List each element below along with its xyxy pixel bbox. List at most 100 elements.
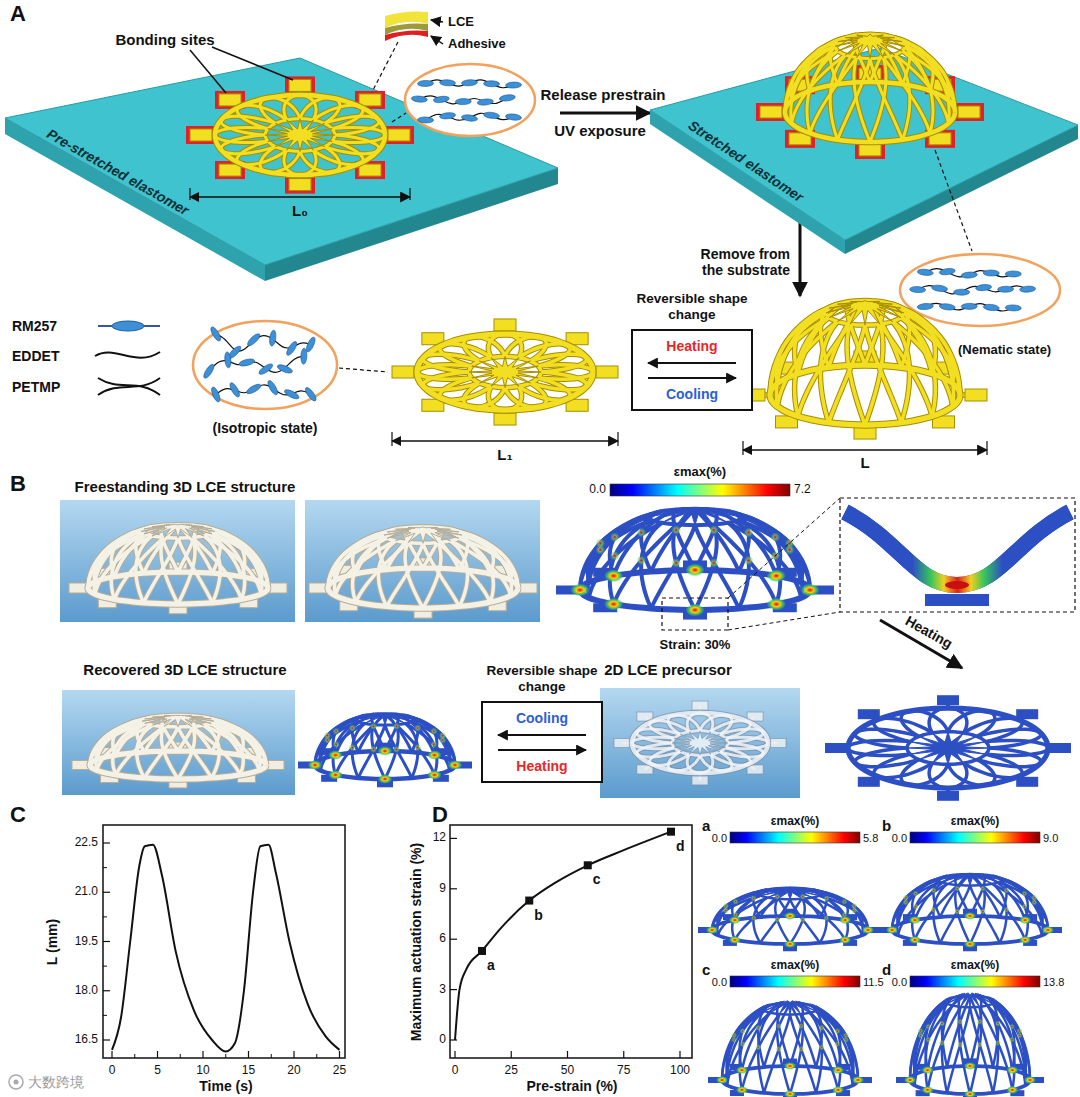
figure-path — [505, 386, 522, 410]
axis-tick: 12 — [433, 831, 446, 845]
panel-heading: 2D LCE precursor — [604, 661, 732, 678]
axis-title: Pre-strain (%) — [526, 1078, 617, 1094]
figure-path — [632, 713, 768, 773]
figure-path — [762, 1001, 818, 1015]
figure-path — [648, 508, 742, 525]
figure-path — [419, 96, 507, 104]
figure-circle — [755, 1044, 761, 1050]
figure-path — [929, 708, 948, 733]
figure-g — [5, 42, 558, 281]
figure-path — [384, 527, 462, 543]
figure-ellipse — [886, 926, 898, 934]
figure-line — [454, 1051, 455, 1058]
figure-circle — [1031, 895, 1037, 901]
figure-rect — [910, 976, 1040, 987]
figure-line — [103, 842, 110, 843]
figure-path — [142, 715, 214, 726]
figure-path — [98, 378, 160, 395]
figure-circle — [393, 746, 400, 753]
figure-path — [826, 301, 904, 326]
figure-path — [776, 313, 826, 384]
annotation: Strain: 30% — [660, 638, 731, 653]
figure-g — [650, 34, 1078, 254]
figure-path — [94, 531, 141, 581]
figure-ellipse — [964, 1090, 976, 1097]
figure-path — [907, 732, 989, 765]
figure-circle — [610, 532, 620, 542]
figure-circle — [414, 744, 421, 751]
figure-ellipse — [427, 750, 441, 760]
figure-ellipse — [983, 304, 1000, 312]
colorbar-tick: 5.8 — [863, 832, 878, 845]
figure-path — [892, 916, 1048, 944]
figure-path — [989, 733, 1041, 748]
figure-circle — [751, 895, 757, 901]
figure-path — [332, 141, 363, 163]
axis-title: L (mm) — [44, 919, 60, 965]
figure-ellipse — [477, 98, 494, 106]
figure-rect — [450, 825, 692, 1058]
figure-line — [103, 990, 110, 991]
figure-path — [907, 732, 989, 765]
figure-circle — [430, 741, 437, 748]
figure-path — [758, 888, 822, 899]
figure-circle — [980, 909, 986, 915]
figure-rect — [219, 164, 241, 176]
figure-rect — [186, 126, 216, 144]
figure-ellipse — [378, 774, 392, 784]
figure-path — [541, 357, 587, 372]
figure-circle — [954, 886, 960, 892]
figure-circle — [977, 1042, 983, 1048]
figure-path — [384, 527, 462, 543]
figure-path — [637, 752, 680, 757]
figure-circle — [596, 538, 606, 548]
figure-path — [687, 713, 700, 732]
figure-rect — [937, 695, 959, 705]
heating-label: Heating — [666, 338, 717, 354]
figure-ellipse — [276, 363, 293, 375]
figure-ellipse — [378, 746, 392, 756]
figure-path — [505, 337, 539, 357]
figure-g — [632, 330, 752, 410]
figure-path — [530, 383, 546, 407]
axis-tick: 22.5 — [75, 836, 98, 850]
figure-line — [103, 867, 107, 868]
figure-line — [103, 916, 107, 917]
figure-ellipse — [917, 303, 933, 310]
figure-rect — [730, 976, 860, 987]
figure-circle — [774, 917, 780, 923]
figure-rect — [840, 498, 1075, 612]
axis-tick: 0 — [439, 1033, 446, 1047]
figure-path — [221, 120, 265, 135]
figure-g — [482, 702, 602, 782]
figure-rect — [610, 484, 790, 496]
figure-circle — [977, 1019, 983, 1025]
figure-path — [672, 731, 728, 756]
axis-tick: 0 — [109, 1064, 116, 1078]
point-label: a — [487, 957, 495, 973]
figure-path — [977, 760, 995, 785]
figure-circle — [957, 1042, 963, 1048]
figure-ellipse — [505, 113, 522, 121]
figure-ellipse — [228, 381, 241, 398]
figure-rect — [103, 825, 345, 1058]
figure-path — [325, 147, 340, 172]
figure-circle — [798, 1023, 804, 1029]
cooling-label: Cooling — [516, 710, 568, 726]
figure-path — [488, 334, 505, 358]
figure-path — [378, 529, 395, 569]
colorbar-tick: 0.0 — [892, 976, 907, 989]
figure-circle — [774, 894, 780, 900]
figure-ellipse — [604, 598, 623, 611]
figure-ellipse — [238, 358, 255, 368]
substrate-slab: Pre-stretched elastomer — [5, 20, 560, 285]
figure-path — [720, 729, 763, 734]
figure-path — [215, 95, 385, 175]
axis-tick: 0 — [452, 1064, 459, 1078]
figure-rect — [730, 832, 860, 843]
figure-rect — [600, 688, 800, 798]
figure-rect — [494, 413, 516, 425]
figure-line — [743, 449, 987, 451]
figure-path — [414, 719, 451, 759]
axis-tick: 18.0 — [75, 984, 98, 998]
